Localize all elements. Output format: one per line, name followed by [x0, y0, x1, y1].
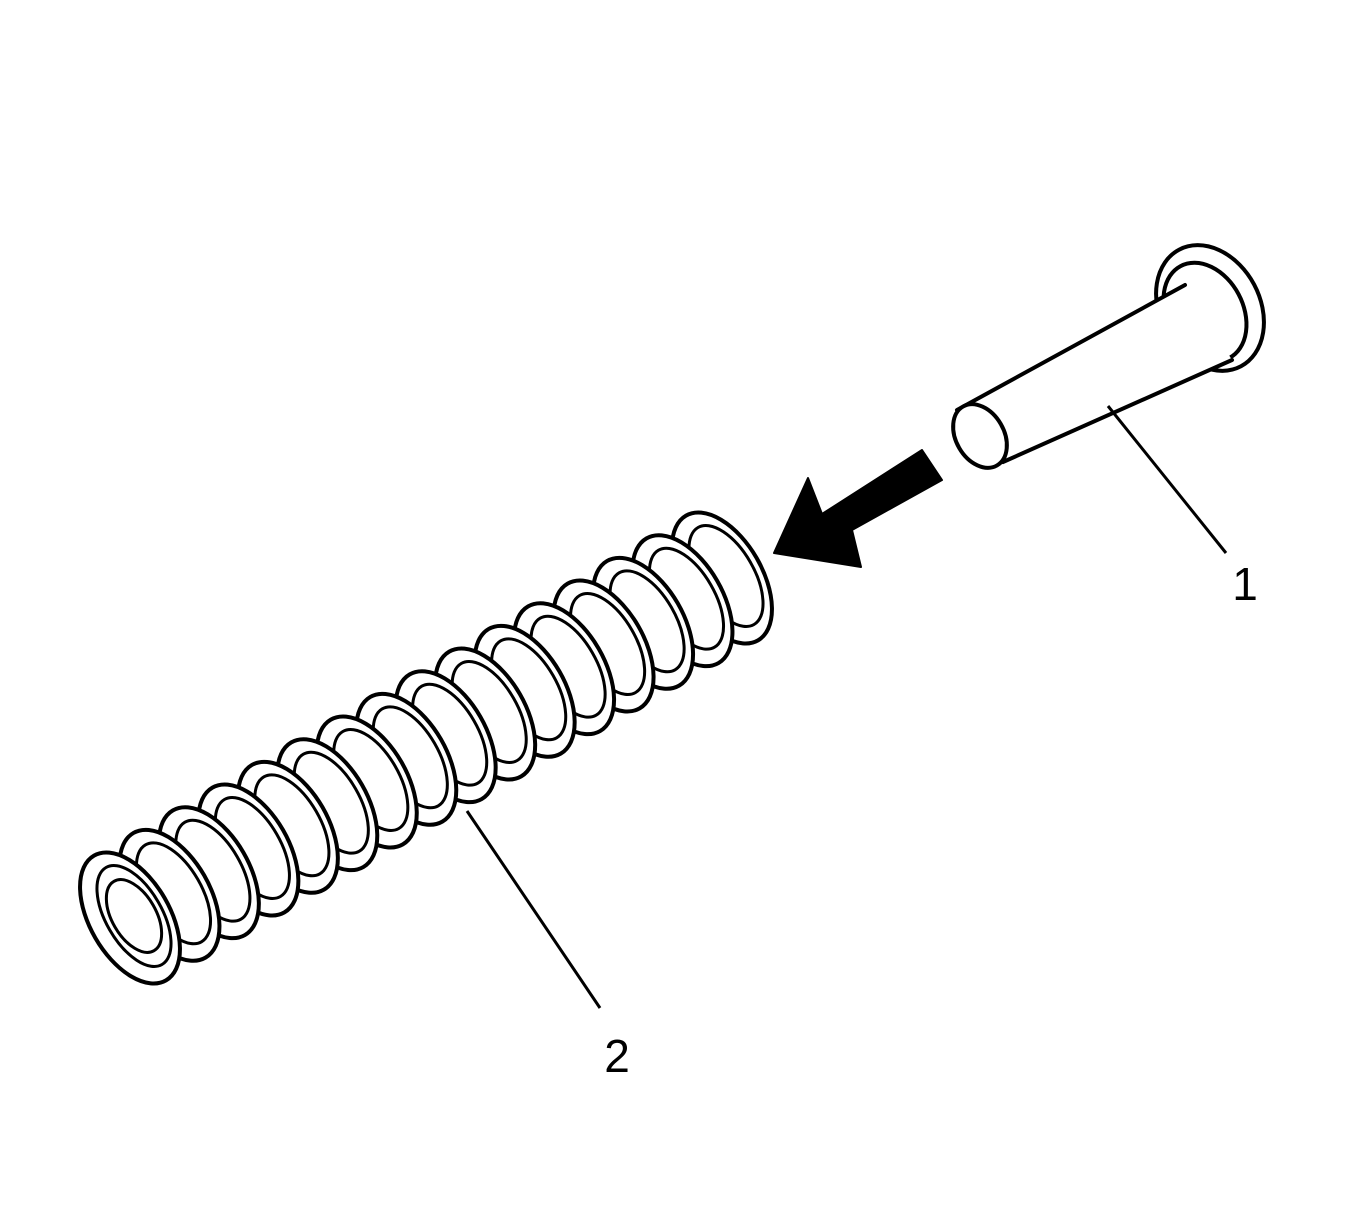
pin-icon: [951, 243, 1266, 470]
pin-shaft-fill: [957, 285, 1232, 462]
coil-spring-icon: [78, 510, 774, 986]
pin-shaft-bottom-edge: [1001, 358, 1234, 464]
spring-opening: [104, 878, 164, 954]
leader-line-pin: [1106, 405, 1228, 554]
arrow-left-icon: [773, 449, 943, 568]
spring-coil-inner: [95, 864, 173, 968]
pin-shaft-top-edge: [955, 283, 1187, 412]
callout-label-spring: 2: [604, 1030, 630, 1082]
leader-line-spring: [465, 810, 602, 1009]
callout-label-pin: 1: [1232, 558, 1258, 610]
pin-end-face: [951, 402, 1009, 470]
